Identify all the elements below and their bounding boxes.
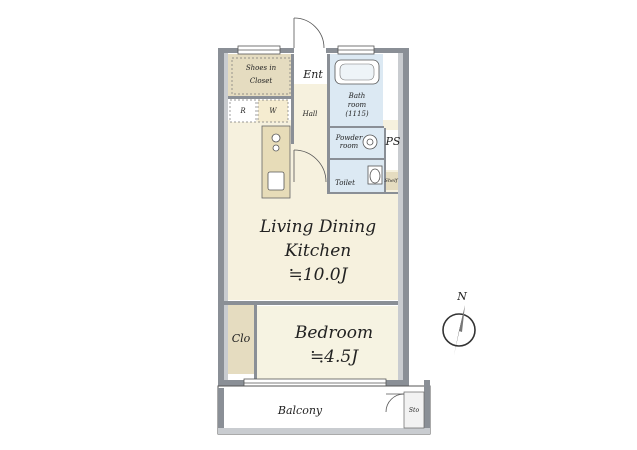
washer-label: W	[269, 107, 277, 115]
compass-north-label: N	[456, 290, 467, 303]
bath-label-2: room	[348, 101, 367, 109]
ps-shaft	[386, 130, 398, 170]
compass: N	[442, 290, 476, 355]
refrigerator-label: R	[239, 107, 246, 115]
ldk-label-1: Living Dining	[259, 217, 376, 237]
washer-space	[257, 99, 289, 123]
hall-floor	[293, 80, 327, 150]
shelf-label: Shelf	[384, 178, 398, 184]
clo-floor	[228, 304, 254, 374]
bedroom-label: Bedroom	[294, 323, 373, 343]
hall-label: Hall	[302, 110, 318, 118]
bathtub	[334, 59, 380, 85]
shoes-closet-label-1: Shoes in	[246, 64, 277, 72]
bedroom-floor	[256, 306, 398, 380]
compass-ring	[442, 313, 476, 347]
washbasin	[362, 134, 378, 150]
entrance-floor	[293, 54, 327, 84]
powder-label-1: Powder	[335, 134, 363, 142]
toilet-fixture	[367, 165, 383, 185]
powder-label-2: room	[340, 142, 359, 150]
compass-south-arrow-icon	[459, 305, 465, 332]
kitchen-counter	[261, 125, 291, 199]
shelf-floor	[384, 172, 398, 190]
closet-label: Clo	[232, 332, 251, 345]
ldk-label-2: Kitchen	[284, 241, 351, 261]
shoes-closet-label-2: Closet	[250, 77, 273, 85]
interior-walls	[224, 54, 398, 380]
balcony-label: Balcony	[277, 404, 323, 417]
ldk-area: ≒10.0J	[289, 265, 349, 285]
entrance-label: Ent	[302, 68, 323, 81]
refrigerator-space	[229, 99, 257, 123]
ps-label: PS	[385, 135, 401, 148]
hall-door[interactable]	[293, 149, 327, 183]
shoes-closet-floor	[228, 54, 292, 96]
shoes-closet-shelf	[231, 57, 291, 95]
toilet-label: Toilet	[335, 179, 355, 187]
balcony-area	[217, 380, 431, 435]
bath-label-1: Bath	[348, 92, 366, 100]
entrance-door[interactable]	[293, 17, 326, 54]
storage-label: Sto	[409, 407, 420, 414]
bath-label-3: (1115)	[345, 110, 369, 118]
bedroom-area: ≒4.5J	[310, 347, 359, 367]
